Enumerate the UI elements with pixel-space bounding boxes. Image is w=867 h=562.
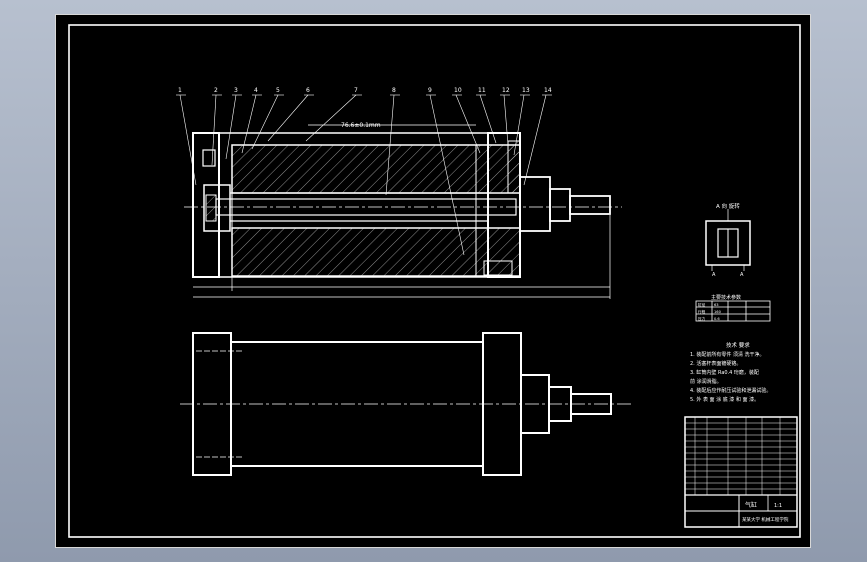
title-scale: 1:1 [774,503,782,509]
balloon-3: 3 [225,87,242,160]
balloon-label: 3 [234,87,238,94]
param-cell: 63 [714,303,719,307]
balloon-label: 6 [306,87,310,94]
param-table-cells: 缸径 63 行程 160 压力 0.6 [698,302,722,321]
balloon-label: 10 [454,87,462,94]
tech-req-line: 4. 装配后应作耐压试验和泄漏试验。 [690,387,771,394]
balloon-label: 8 [392,87,396,94]
tech-req-line: 2. 活塞杆表面镀硬铬。 [690,360,741,367]
section-letter-left: A [712,272,716,278]
detail-title: A 向 旋转 [716,202,740,210]
balloon-label: 11 [478,87,486,94]
detail-view [705,209,751,271]
balloon-5: 5 [251,87,284,150]
param-cell: 0.6 [714,317,720,321]
balloon-4: 4 [241,87,262,154]
param-cell: 缸径 [698,302,706,307]
balloon-label: 7 [354,87,358,94]
balloon-14: 14 [523,87,552,186]
param-cell: 压力 [698,316,706,321]
tech-req-line: 5. 外 表 面 涂 底 漆 和 面 漆。 [690,396,759,403]
tech-req-lines: 1. 装配前所有零件 须清 洗干净。 2. 活塞杆表面镀硬铬。 3. 缸筒内壁 Ra… [690,351,771,403]
tech-req-title: 技术 要求 [726,341,750,349]
section-view [192,124,611,299]
balloon-2: 2 [211,87,222,166]
title-unit: 某某大学 机械工程学院 [742,516,789,523]
overall-dimension: 76.6±0.1mm [341,122,381,129]
balloon-11: 11 [476,87,497,144]
balloon-10: 10 [452,87,481,154]
balloon-label: 2 [214,87,218,94]
tech-req-line: 3. 缸筒内壁 Ra0.4 珩磨，装配 [690,369,759,376]
balloon-7: 7 [305,87,362,142]
title-drawing-name: 气缸 [745,501,757,509]
balloon-13: 13 [513,87,530,156]
balloon-label: 9 [428,87,432,94]
balloon-8: 8 [385,87,400,196]
balloon-label: 12 [502,87,510,94]
balloon-12: 12 [500,87,510,146]
balloon-label: 4 [254,87,258,94]
param-cell: 160 [714,310,722,314]
tech-req-line: 1. 装配前所有零件 须清 洗干净。 [690,351,765,358]
param-table [695,300,771,322]
balloon-label: 1 [178,87,182,94]
balloon-label: 5 [276,87,280,94]
drawing-frame [68,24,801,538]
param-cell: 行程 [698,309,706,314]
balloon-label: 14 [544,87,552,94]
title-block [684,416,798,528]
section-letter-right: A [740,272,744,278]
balloon-6: 6 [267,87,314,142]
tech-req-line: 前 涂润滑脂。 [690,378,722,385]
param-table-title: 主要技术参数 [711,294,741,301]
balloon-1: 1 [176,87,197,186]
balloon-9: 9 [426,87,465,256]
balloon-label: 13 [522,87,530,94]
